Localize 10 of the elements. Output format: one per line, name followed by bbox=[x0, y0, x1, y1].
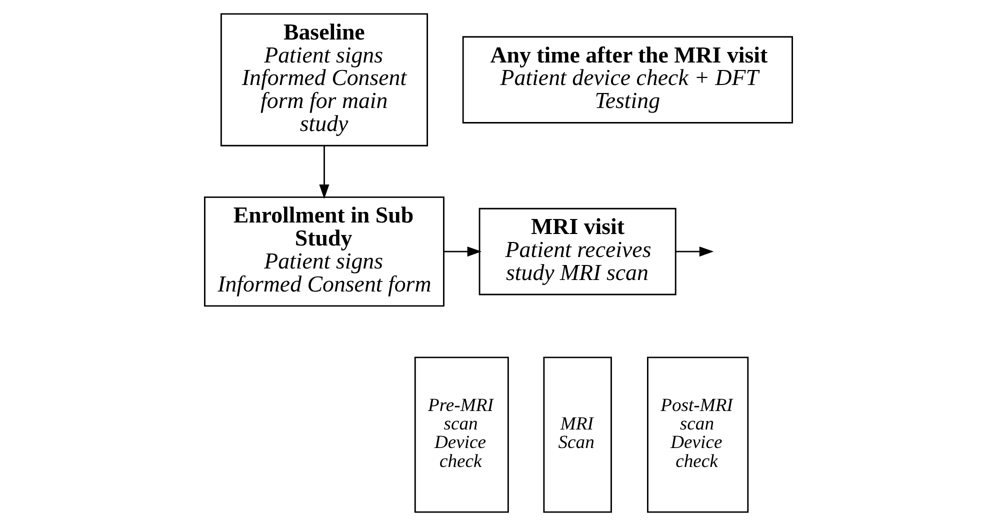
node-box: Pre-MRI scan Device check bbox=[414, 356, 509, 513]
node-box: Any time after the MRI visit Patient device check + DFT Testing bbox=[462, 36, 793, 124]
arrow bbox=[444, 246, 482, 257]
arrow bbox=[319, 146, 330, 199]
node-box: MRI visit Patient receives study MRI scan bbox=[478, 208, 676, 296]
node-box: Baseline Patient signs Informed Consent form for main study bbox=[220, 13, 428, 146]
node-box: Post-MRI scan Device check bbox=[647, 356, 749, 513]
node-box: MRI Scan bbox=[543, 356, 612, 513]
arrow bbox=[676, 246, 714, 257]
node-box: Enrollment in Sub Study Patient signs Informed Consent form bbox=[204, 196, 444, 307]
